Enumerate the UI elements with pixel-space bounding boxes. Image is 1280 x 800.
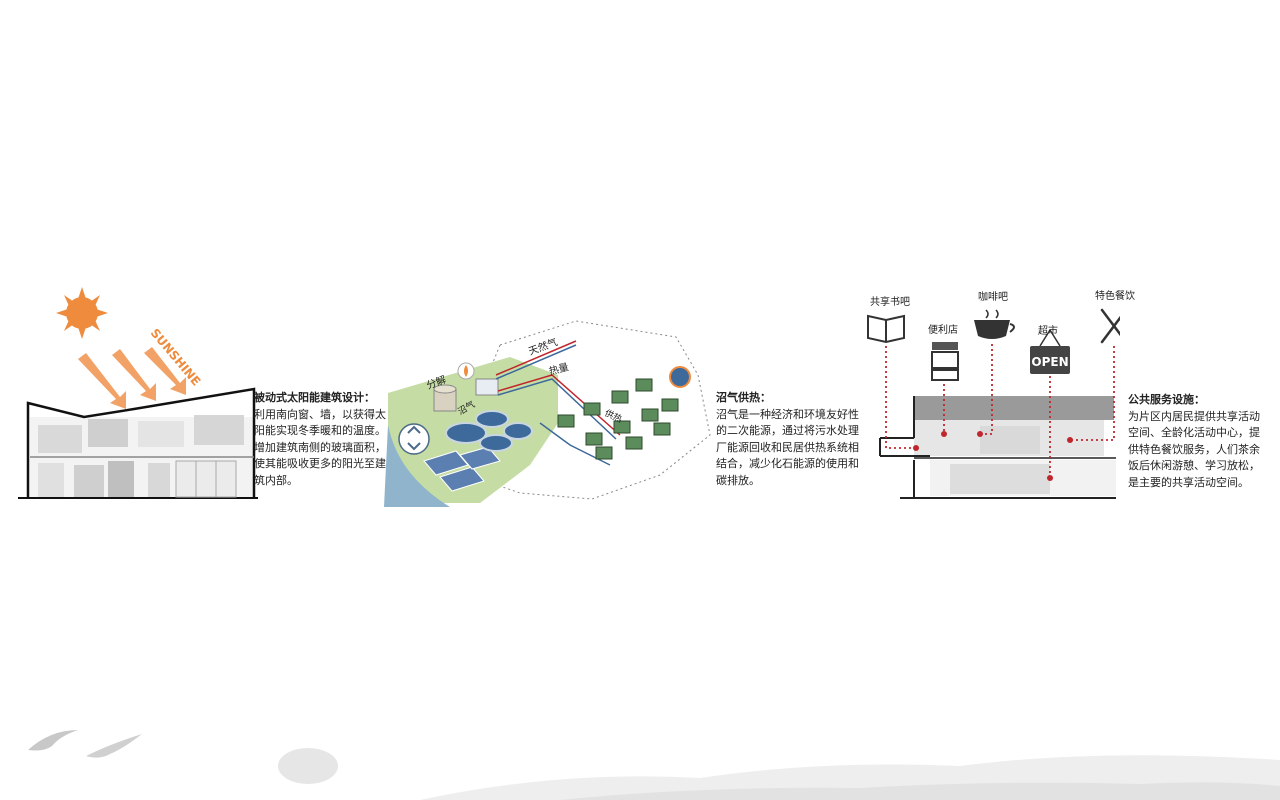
store-icon: [931, 342, 959, 381]
sun-ray-arrows: [78, 347, 186, 409]
book-icon: [867, 314, 905, 344]
solar-line: 筑内部。: [254, 473, 298, 487]
moon-shape: [278, 748, 338, 784]
public-services-diagram: OPEN: [867, 308, 1120, 499]
biogas-title: 沼气供热：: [716, 391, 771, 404]
dotted-connectors: [885, 344, 1115, 478]
digestion-tanks: [445, 410, 533, 452]
cutlery-icon: [1100, 308, 1120, 344]
solar-line: 使其能吸收更多的阳光至建: [254, 457, 386, 470]
biogas-description: 沼气供热： 沼气是一种经济和环境友好性 的二次能源，通过将污水处理 厂能源回收和…: [716, 390, 868, 489]
biogas-line: 的二次能源，通过将污水处理: [716, 424, 859, 437]
connector-dots: [913, 431, 1073, 481]
solar-description: 被动式太阳能建筑设计： 利用南向窗、墙，以获得太 阳能实现冬季暖和的温度。 增加…: [254, 390, 394, 489]
solar-building: [18, 387, 258, 499]
solar-line: 利用南向窗、墙，以获得太: [254, 407, 386, 421]
heat-label: 热量: [547, 360, 570, 378]
biogas-line: 结合，减少化石能源的使用和: [716, 457, 859, 470]
recycle-icon: [398, 423, 430, 455]
market-label: 超市: [1038, 326, 1058, 337]
services-title: 公共服务设施：: [1128, 393, 1205, 406]
biogas-system-diagram: 天然气 热量 分解 沼气 供热: [384, 320, 711, 507]
store-label: 便利店: [928, 325, 958, 336]
open-sign-text: OPEN: [1031, 355, 1068, 369]
plant-buildings: [433, 362, 499, 412]
residential-houses: [557, 378, 679, 460]
dining-label: 特色餐饮: [1095, 291, 1135, 302]
bird-icon: [86, 734, 142, 758]
solar-line: 增加建筑南侧的玻璃面积，: [254, 440, 386, 454]
coffee-cup-icon: [974, 309, 1015, 339]
water-body: [384, 425, 450, 507]
solar-building-diagram: SUNSHINE: [18, 287, 258, 499]
solar-line: 阳能实现冬季暖和的温度。: [254, 424, 386, 437]
sun-icon: [56, 287, 108, 339]
cafe-label: 咖啡吧: [978, 292, 1008, 303]
ink-landscape-decoration: [28, 730, 1280, 800]
open-sign-icon: OPEN: [1030, 329, 1070, 374]
mountain-silhouette: [560, 782, 1280, 800]
biogas-line: 沼气是一种经济和环境友好性: [716, 407, 859, 421]
biogas-line: 厂能源回收和民居供热系统相: [716, 440, 859, 454]
services-line: 供特色餐饮服务，人们茶余: [1128, 442, 1260, 456]
service-building: [879, 396, 1116, 499]
services-line: 为片区内居民提供共享活动: [1128, 409, 1260, 423]
services-line: 空间、全龄化活动中心，提: [1128, 426, 1260, 439]
bird-icon: [28, 730, 78, 751]
solar-panel-array: [423, 446, 501, 492]
services-line: 是主要的共享活动空间。: [1128, 475, 1249, 489]
energy-badge-icon: [669, 366, 691, 388]
solar-title: 被动式太阳能建筑设计：: [254, 391, 375, 404]
services-description: 公共服务设施： 为片区内居民提供共享活动 空间、全龄化活动中心，提 供特色餐饮服…: [1128, 392, 1278, 491]
bookbar-label: 共享书吧: [870, 297, 910, 308]
biogas-line: 碳排放。: [716, 473, 760, 487]
services-line: 饭后休闲游憩、学习放松，: [1128, 459, 1260, 472]
